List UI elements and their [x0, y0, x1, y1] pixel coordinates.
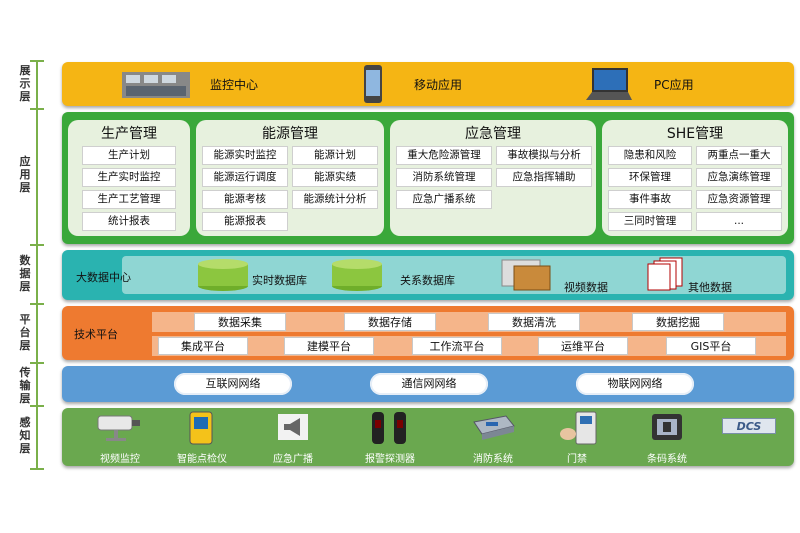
she-item: 事件事故 [608, 190, 692, 209]
emergency-item: 消防系统管理 [396, 168, 492, 187]
perception-band: 视频监控 智能点检仪 应急广播 报警探测器 消防系统 门禁 条码系统 DCS [62, 408, 794, 466]
platform-item: 集成平台 [158, 337, 248, 355]
platform-item: 工作流平台 [412, 337, 502, 355]
axis-tick [30, 60, 44, 62]
emergency-item: 事故模拟与分析 [496, 146, 592, 165]
other-data-icon [647, 257, 683, 291]
energy-item: 能源实绩 [292, 168, 378, 187]
axis-tick [30, 108, 44, 110]
loudspeaker-icon [278, 414, 308, 440]
emergency-title: 应急管理 [465, 126, 521, 142]
layer-label-platform: 平台层 [19, 313, 31, 352]
data-band: 大数据中心 实时数据库 关系数据库 视频数据 其他数据 [62, 250, 794, 300]
layer-label-data: 数据层 [19, 254, 31, 293]
data-item-video: 视频数据 [564, 281, 608, 294]
device-label: 门禁 [567, 454, 587, 465]
cctv-camera-icon [97, 415, 140, 441]
relational-db-icon [332, 259, 382, 291]
display-item-mobile: 移动应用 [414, 78, 463, 92]
she-item: 三同时管理 [608, 212, 692, 231]
display-item-monitoring: 监控中心 [210, 78, 259, 92]
emergency-item: 应急指挥辅助 [496, 168, 592, 187]
data-item-realtime: 实时数据库 [252, 274, 307, 287]
access-control-icon [560, 411, 597, 445]
she-panel: SHE管理 隐患和风险 两重点一重大 环保管理 应急演练管理 事件事故 应急资源… [602, 120, 788, 236]
energy-item: 能源计划 [292, 146, 378, 165]
energy-item: 能源统计分析 [292, 190, 378, 209]
axis-tick [30, 468, 44, 470]
device-label: 智能点检仪 [177, 454, 227, 465]
she-item: 两重点一重大 [696, 146, 782, 165]
she-item: 应急演练管理 [696, 168, 782, 187]
dcs-logo: DCS [722, 418, 776, 434]
network-cloud-telecom: 通信网网络 [370, 373, 488, 395]
production-title: 生产管理 [101, 126, 157, 142]
alarm-detector-icon [372, 412, 406, 444]
device-label: 条码系统 [647, 454, 687, 465]
transport-band: 互联网网络 通信网网络 物联网网络 [62, 366, 794, 402]
platform-item: 运维平台 [538, 337, 628, 355]
axis-tick [30, 362, 44, 364]
data-item-other: 其他数据 [688, 281, 732, 294]
platform-item: 数据挖掘 [632, 313, 724, 331]
layer-label-perception: 感知层 [19, 416, 31, 455]
network-cloud-iot: 物联网网络 [576, 373, 694, 395]
phone-icon [364, 65, 382, 103]
energy-item: 能源实时监控 [202, 146, 288, 165]
layer-label-display: 展示层 [19, 64, 31, 103]
network-cloud-internet: 互联网网络 [174, 373, 292, 395]
she-item: ... [696, 212, 782, 231]
display-item-pc: PC应用 [654, 78, 694, 92]
data-item-relational: 关系数据库 [400, 274, 455, 287]
laptop-icon [586, 68, 632, 100]
platform-label: 技术平台 [74, 328, 118, 341]
device-label: 消防系统 [473, 454, 513, 465]
production-item: 生产计划 [82, 146, 176, 165]
energy-panel: 能源管理 能源实时监控 能源计划 能源运行调度 能源实绩 能源考核 能源统计分析… [196, 120, 384, 236]
emergency-item: 重大危险源管理 [396, 146, 492, 165]
platform-item: GIS平台 [666, 337, 756, 355]
platform-item: 数据采集 [194, 313, 286, 331]
she-title: SHE管理 [666, 126, 724, 142]
device-label: 应急广播 [273, 454, 313, 465]
monitoring-center-icon [122, 72, 190, 98]
barcode-system-icon [652, 414, 682, 440]
platform-row-bg [152, 312, 786, 332]
realtime-db-icon [198, 259, 248, 291]
platform-item: 数据清洗 [488, 313, 580, 331]
data-center-label: 大数据中心 [76, 271, 131, 284]
energy-item: 能源考核 [202, 190, 288, 209]
layer-label-transport: 传输层 [19, 366, 31, 405]
platform-item: 数据存储 [344, 313, 436, 331]
she-item: 隐患和风险 [608, 146, 692, 165]
axis-tick [30, 303, 44, 305]
production-panel: 生产管理 生产计划 生产实时监控 生产工艺管理 统计报表 [68, 120, 190, 236]
display-band: 监控中心 移动应用 PC应用 [62, 62, 794, 106]
platform-band: 技术平台 数据采集 数据存储 数据清洗 数据挖掘 集成平台 建模平台 工作流平台… [62, 306, 794, 360]
she-item: 应急资源管理 [696, 190, 782, 209]
video-data-icon [501, 259, 551, 291]
emergency-item: 应急广播系统 [396, 190, 492, 209]
production-item: 统计报表 [82, 212, 176, 231]
fire-system-icon [473, 415, 515, 440]
axis-tick [30, 244, 44, 246]
platform-item: 建模平台 [284, 337, 374, 355]
emergency-panel: 应急管理 重大危险源管理 事故模拟与分析 消防系统管理 应急指挥辅助 应急广播系… [390, 120, 596, 236]
she-item: 环保管理 [608, 168, 692, 187]
inspection-device-icon [189, 411, 213, 445]
production-item: 生产工艺管理 [82, 190, 176, 209]
layer-label-application: 应用层 [19, 155, 31, 194]
production-item: 生产实时监控 [82, 168, 176, 187]
energy-title: 能源管理 [262, 126, 318, 142]
device-label: 视频监控 [100, 454, 140, 465]
device-label: 报警探测器 [365, 454, 415, 465]
energy-item: 能源报表 [202, 212, 288, 231]
energy-item: 能源运行调度 [202, 168, 288, 187]
application-band: 生产管理 生产计划 生产实时监控 生产工艺管理 统计报表 能源管理 能源实时监控… [62, 112, 794, 244]
axis-tick [30, 405, 44, 407]
layer-axis [36, 60, 38, 470]
